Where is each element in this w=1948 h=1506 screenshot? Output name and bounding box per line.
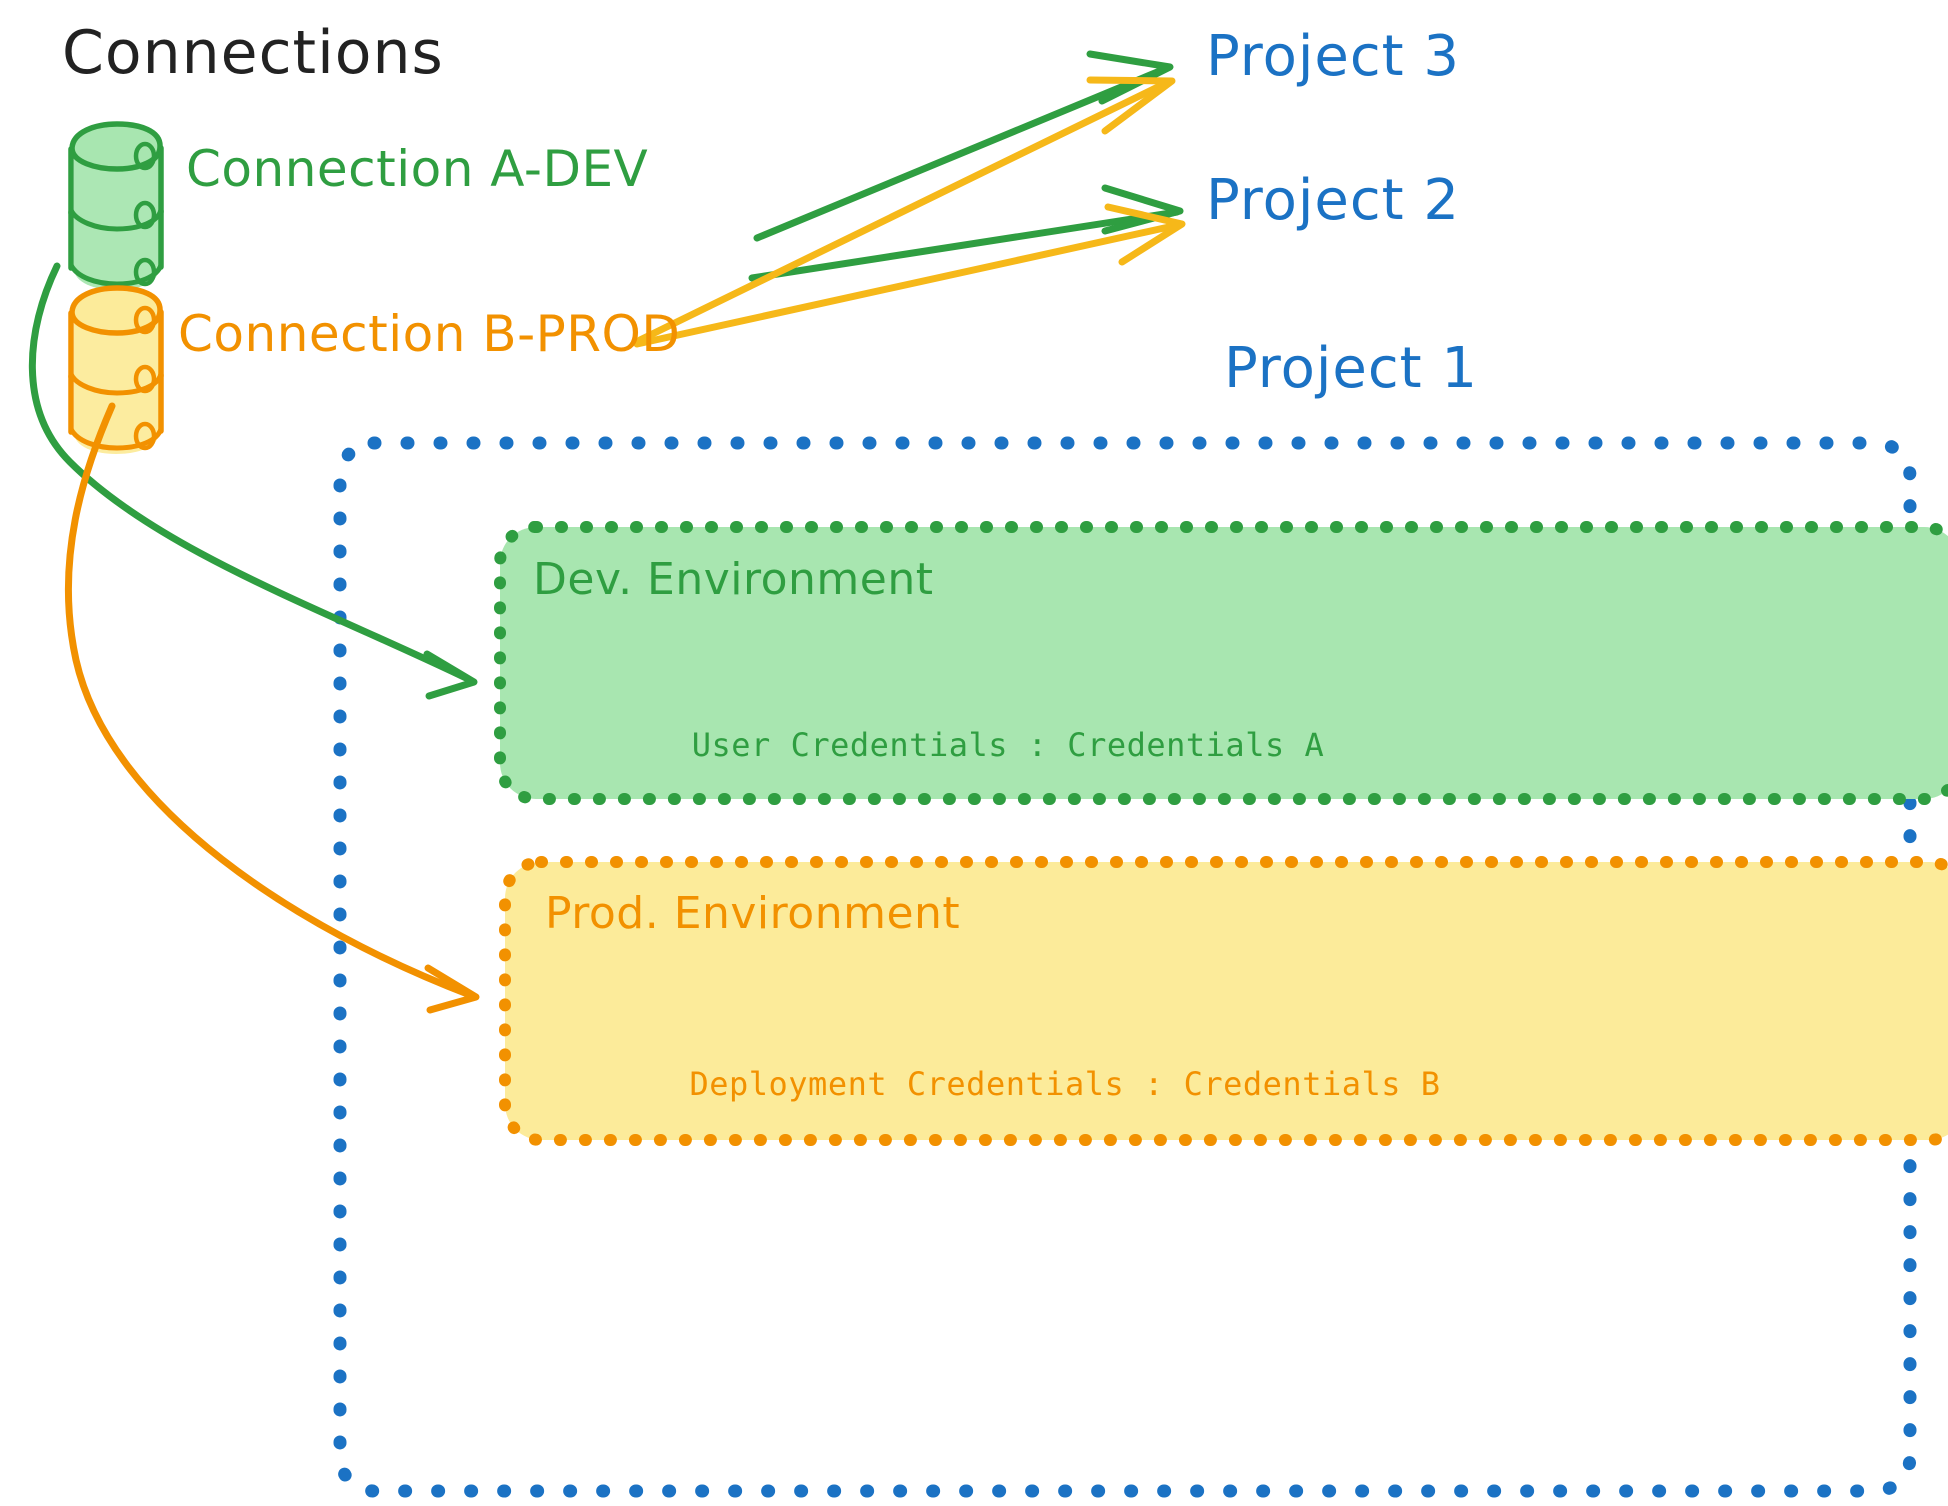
page-title: Connections	[62, 18, 444, 88]
dev-environment-box[interactable]	[494, 521, 1948, 805]
prod-environment-box[interactable]	[499, 856, 1948, 1146]
edge-b-prod-to-prod-environment	[64, 402, 480, 1014]
edge-b-prod-to-project-2	[633, 203, 1186, 348]
edge-a-dev-to-dev-environment	[28, 262, 478, 700]
dev-environment-title: Dev. Environment	[533, 554, 934, 605]
connection-label-b-prod[interactable]: Connection B-PROD	[178, 305, 681, 363]
project-label-project-3[interactable]: Project 3	[1206, 24, 1461, 89]
project-label-project-1[interactable]: Project 1	[1224, 336, 1479, 401]
dev-environment-credentials: User Credentials : Credentials A	[691, 726, 1325, 764]
database-cylinder-icon-b-prod[interactable]	[68, 285, 164, 454]
prod-environment-title: Prod. Environment	[545, 888, 961, 939]
edge-a-dev-to-project-3	[753, 50, 1174, 242]
connection-label-a-dev[interactable]: Connection A-DEV	[186, 140, 649, 198]
edge-b-prod-to-project-3	[636, 76, 1176, 344]
project-label-project-2[interactable]: Project 2	[1206, 168, 1461, 233]
prod-environment-credentials: Deployment Credentials : Credentials B	[689, 1065, 1441, 1103]
edge-a-dev-to-project-2	[748, 184, 1184, 282]
database-cylinder-icon-a-dev[interactable]	[68, 121, 164, 290]
